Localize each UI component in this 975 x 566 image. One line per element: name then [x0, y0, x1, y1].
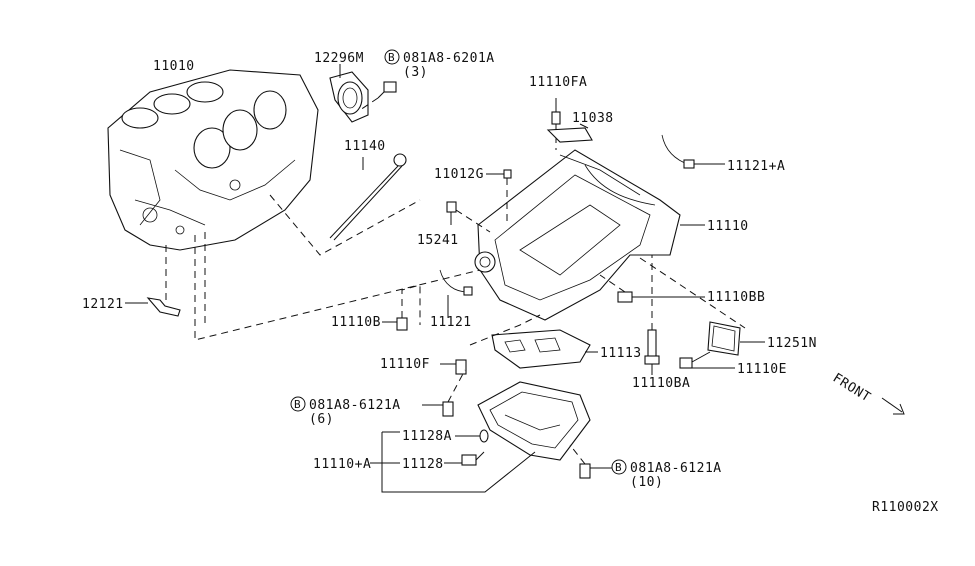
bolt-6201a	[359, 81, 397, 111]
dipstick	[329, 153, 407, 241]
callout-11121A: 11121+A	[727, 159, 785, 174]
callout-b-081a8-6121a-10-qty: (10)	[630, 475, 663, 490]
callout-11251N: 11251N	[767, 336, 817, 351]
callout-b-081a8-6121a-6: 081A8-6121A	[309, 398, 401, 413]
front-arrow-icon	[881, 397, 905, 415]
callout-11012G: 11012G	[434, 167, 484, 182]
bolt-11110b	[382, 284, 421, 331]
callout-11110A: 11110+A	[313, 457, 371, 472]
bolt-symbol-letter: B	[294, 398, 301, 411]
callout-11110F: 11110F	[380, 357, 430, 372]
callout-11110: 11110	[707, 219, 749, 234]
callout-11110FA: 11110FA	[529, 75, 587, 90]
callout-12296M: 12296M	[314, 51, 364, 66]
bracket-11038	[546, 123, 593, 143]
plug-11012g	[486, 169, 512, 222]
stud-15241	[446, 201, 491, 233]
callout-11121: 11121	[430, 315, 472, 330]
bolt-11110ba	[644, 255, 660, 375]
callout-11038: 11038	[572, 111, 614, 126]
cylinder-block	[107, 69, 319, 251]
bolt-symbol-circle	[611, 459, 627, 475]
callout-labels: 11010 12296M 081A8-6201A B (3) 11110FA 11038 11…	[82, 49, 939, 515]
upper-oil-pan	[474, 149, 681, 321]
baffle-11113	[469, 314, 598, 369]
callout-b-081a8-6121a-6-qty: (6)	[309, 412, 334, 427]
drain-washer	[455, 429, 489, 443]
callout-b-081a8-6201a-qty: (3)	[403, 65, 428, 80]
callout-11110B: 11110B	[331, 315, 381, 330]
bolt-symbol-letter: B	[388, 51, 395, 64]
rear-oil-seal	[329, 64, 369, 123]
bolt-6121a-6	[422, 369, 466, 417]
drain-plug	[444, 451, 485, 466]
bolt-11110f	[440, 359, 467, 375]
front-direction-label: FRONT	[830, 371, 873, 406]
callout-11113: 11113	[600, 346, 642, 361]
bolt-11110fa	[551, 98, 561, 150]
callout-11140: 11140	[344, 139, 386, 154]
clip-11121	[439, 269, 473, 318]
callout-b-081a8-6121a-10: 081A8-6121A	[630, 461, 722, 476]
callout-11128: 11128	[402, 457, 444, 472]
clip-11121a	[661, 134, 725, 169]
cover-11251n	[639, 257, 765, 356]
callout-b-081a8-6201a: 081A8-6201A	[403, 51, 495, 66]
reference-code: R110002X	[872, 500, 939, 515]
bolt-11110bb	[599, 274, 705, 303]
part-12121	[125, 240, 181, 317]
callout-11128A: 11128A	[402, 429, 452, 444]
bolt-symbol-circle	[290, 396, 306, 412]
bolt-11110e	[679, 351, 735, 369]
bolt-6121a-10	[569, 444, 612, 479]
callout-11110E: 11110E	[737, 362, 787, 377]
callout-11110BA: 11110BA	[632, 376, 690, 391]
lower-oil-pan	[477, 381, 591, 461]
callout-11110BB: 11110BB	[707, 290, 765, 305]
bolt-symbol-letter: B	[615, 461, 622, 474]
callout-15241: 15241	[417, 233, 459, 248]
callout-11010: 11010	[153, 59, 195, 74]
callout-12121: 12121	[82, 297, 124, 312]
bolt-symbol-circle	[384, 49, 400, 65]
